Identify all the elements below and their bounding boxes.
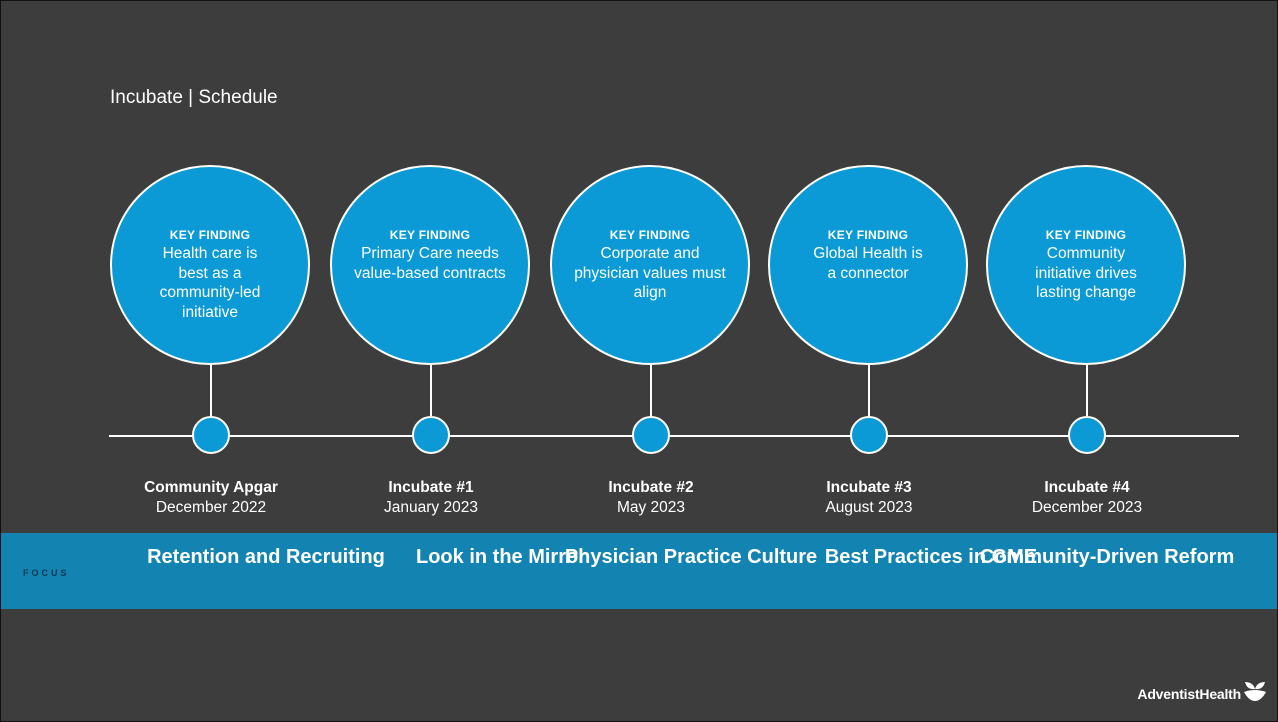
key-finding-text: Community initiative drives lasting chan… [1035, 245, 1137, 301]
timeline-stem [1086, 365, 1088, 416]
timeline-dot [412, 416, 450, 454]
event-name: Incubate #1 [388, 479, 474, 496]
key-finding-bubble: KEY FINDING Corporate and physician valu… [550, 165, 750, 365]
focus-text: Physician Practice Culture [564, 546, 818, 568]
logo-text: AdventistHealth [1137, 685, 1241, 702]
key-finding-label: KEY FINDING [609, 228, 691, 242]
focus-text: Look in the Mirror [416, 546, 586, 568]
timeline-stem [650, 365, 652, 416]
timeline-stem [210, 365, 212, 416]
milestone: KEY FINDING Global Health is a connector… [768, 1, 1037, 721]
focus-label: FOCUS [23, 568, 70, 578]
event: Incubate #2 May 2023 [520, 478, 782, 518]
key-finding-text: Primary Care needs value-based contracts [354, 245, 506, 282]
adventist-health-logo: AdventistHealth [1137, 680, 1267, 707]
event: Community Apgar December 2022 [80, 478, 342, 518]
focus-band [1, 533, 1277, 609]
focus-text: Retention and Recruiting [147, 546, 385, 568]
key-finding-bubble: KEY FINDING Global Health is a connector [768, 165, 968, 365]
event-date: January 2023 [384, 499, 478, 516]
focus-text: Best Practices in GME [824, 546, 1038, 568]
slide-title: Incubate | Schedule [110, 87, 278, 108]
milestone: KEY FINDING Health care is best as a com… [110, 1, 385, 721]
event-name: Community Apgar [144, 479, 278, 496]
key-finding-label: KEY FINDING [827, 228, 909, 242]
key-finding-bubble: KEY FINDING Health care is best as a com… [110, 165, 310, 365]
timeline-dot [850, 416, 888, 454]
timeline-stem [868, 365, 870, 416]
key-finding-bubble: KEY FINDING Primary Care needs value-bas… [330, 165, 530, 365]
key-finding-label: KEY FINDING [169, 228, 251, 242]
key-finding-label: KEY FINDING [1045, 228, 1127, 242]
key-finding-text: Corporate and physician values must alig… [574, 245, 726, 301]
timeline-dot [192, 416, 230, 454]
event: Incubate #3 August 2023 [738, 478, 1000, 518]
key-finding-text: Global Health is a connector [813, 245, 923, 282]
timeline-dot [1068, 416, 1106, 454]
event-date: December 2022 [155, 499, 267, 516]
key-finding-bubble: KEY FINDING Community initiative drives … [986, 165, 1186, 365]
key-finding-text: Health care is best as a community-led i… [159, 245, 261, 321]
event-name: Incubate #4 [1044, 479, 1130, 496]
focus-text: Community-Driven Reform [979, 546, 1235, 568]
milestone: KEY FINDING Primary Care needs value-bas… [330, 1, 586, 721]
event-date: May 2023 [616, 499, 686, 516]
timeline-line [109, 435, 1239, 437]
timeline-dot [632, 416, 670, 454]
event-name: Incubate #3 [826, 479, 912, 496]
event-name: Incubate #2 [608, 479, 694, 496]
event-date: December 2023 [1031, 499, 1143, 516]
key-finding-label: KEY FINDING [389, 228, 471, 242]
milestone: KEY FINDING Corporate and physician valu… [550, 1, 817, 721]
event: Incubate #4 December 2023 [956, 478, 1218, 518]
leaf-icon [1243, 680, 1267, 707]
timeline-stem [430, 365, 432, 416]
event: Incubate #1 January 2023 [300, 478, 562, 518]
event-date: August 2023 [825, 499, 913, 516]
milestone: KEY FINDING Community initiative drives … [980, 1, 1234, 721]
